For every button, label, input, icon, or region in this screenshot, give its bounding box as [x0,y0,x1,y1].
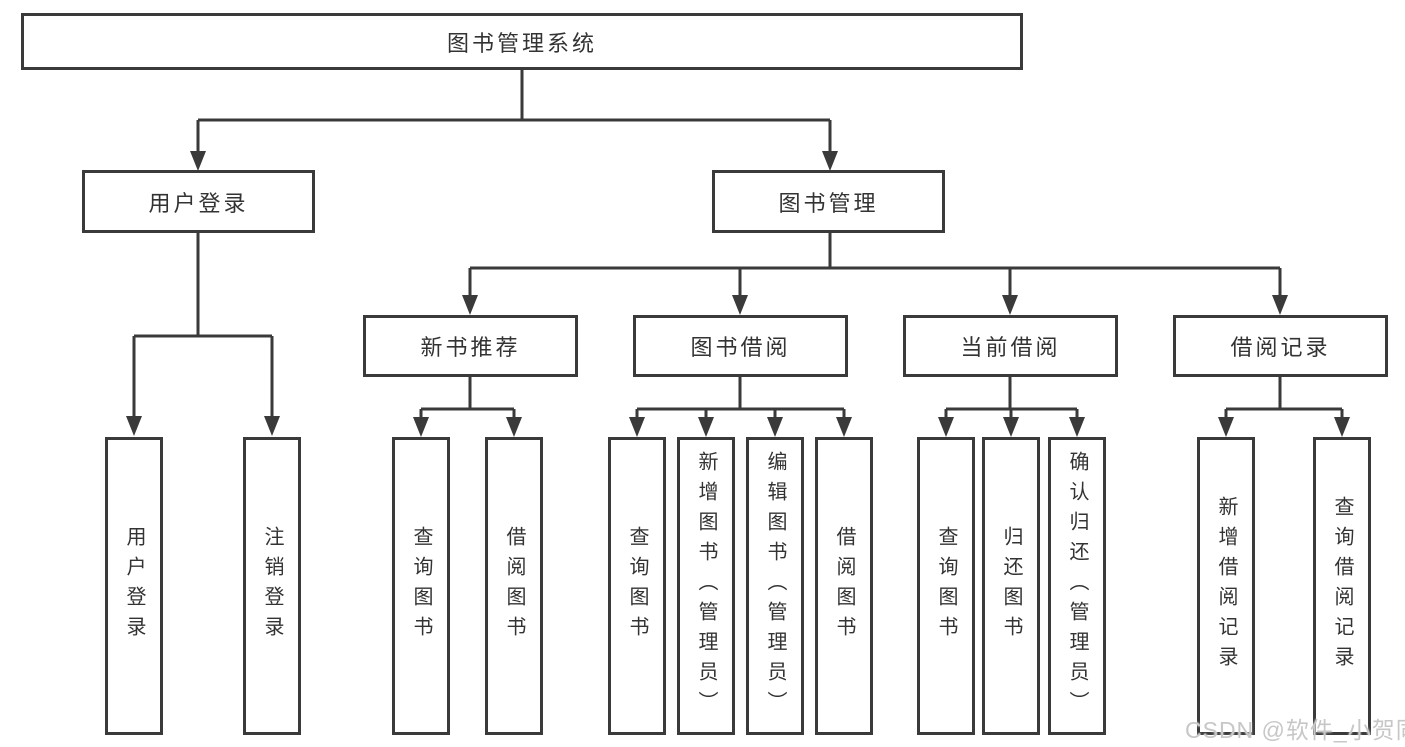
node-root: 图书管理系统 [21,13,1023,70]
node-borrowing-records: 借阅记录 [1173,315,1388,377]
leaf-borrow-books-1: 借阅图书 [485,437,543,735]
node-book-borrowing: 图书借阅 [633,315,848,377]
node-borrowing-records-label: 借阅记录 [1230,335,1331,360]
leaf-edit-books-admin-label: 编辑图书（管理员） [764,451,786,721]
node-root-label: 图书管理系统 [446,30,597,56]
leaf-logout-label: 注销登录 [261,526,283,646]
leaf-query-books-3-label: 查询图书 [935,526,957,646]
leaf-query-borrow-record-label: 查询借阅记录 [1331,496,1353,676]
connector-root-to-level2 [190,70,838,171]
node-new-book-recommendation: 新书推荐 [363,315,578,377]
leaf-query-books-2: 查询图书 [608,437,666,735]
leaf-query-books-3: 查询图书 [917,437,975,735]
leaf-add-borrow-record-label: 新增借阅记录 [1215,496,1237,676]
leaf-return-books-label: 归还图书 [1000,526,1022,646]
leaf-query-books-2-label: 查询图书 [626,526,648,646]
leaf-user-login: 用户登录 [105,437,163,735]
leaf-borrow-books-2: 借阅图书 [815,437,873,735]
leaf-query-borrow-record: 查询借阅记录 [1313,437,1371,735]
csdn-watermark: CSDN @软件_小贺同学 [1185,717,1405,743]
leaf-edit-books-admin: 编辑图书（管理员） [746,437,804,735]
leaf-user-login-label: 用户登录 [123,526,145,646]
leaf-borrow-books-2-label: 借阅图书 [833,526,855,646]
connector-new-book-recommendation-children [413,377,522,437]
node-book-management-label: 图书管理 [778,190,879,216]
leaf-add-borrow-record: 新增借阅记录 [1197,437,1255,735]
leaf-confirm-return-admin: 确认归还（管理员） [1048,437,1106,735]
connector-book-borrowing-children [629,377,852,437]
node-book-borrowing-label: 图书借阅 [690,335,791,360]
node-user-login: 用户登录 [82,170,315,233]
connector-current-borrowing-children [938,377,1085,437]
leaf-add-books-admin-label: 新增图书（管理员） [695,451,717,721]
leaf-add-books-admin: 新增图书（管理员） [677,437,735,735]
leaf-logout: 注销登录 [243,437,301,735]
leaf-query-books-1: 查询图书 [392,437,450,735]
leaf-return-books: 归还图书 [982,437,1040,735]
node-current-borrowing: 当前借阅 [903,315,1118,377]
node-book-management: 图书管理 [712,170,945,233]
connector-borrowing-records-children [1218,377,1350,437]
leaf-query-books-1-label: 查询图书 [410,526,432,646]
connector-user-login-children [126,233,280,436]
node-new-book-recommendation-label: 新书推荐 [420,335,521,360]
node-user-login-label: 用户登录 [148,190,249,216]
leaf-borrow-books-1-label: 借阅图书 [503,526,525,646]
node-current-borrowing-label: 当前借阅 [960,335,1061,360]
leaf-confirm-return-admin-label: 确认归还（管理员） [1066,451,1088,721]
connector-book-management-children [462,233,1288,315]
